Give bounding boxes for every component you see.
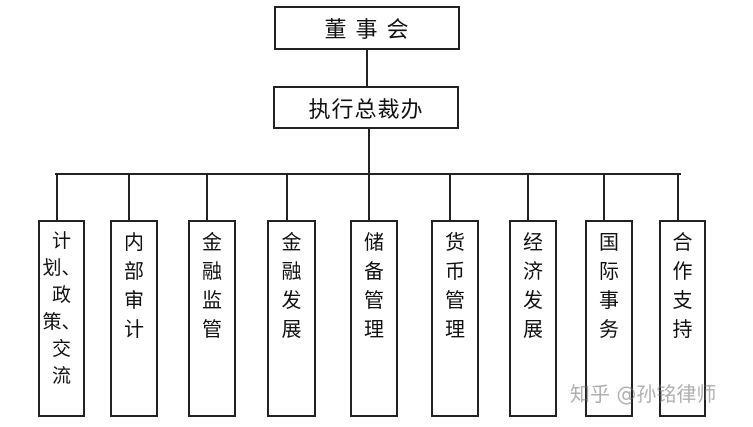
department-char: 支 [672,288,693,312]
department-char: 理 [445,317,465,341]
watermark: 知乎 @孙铭律师 [570,382,717,406]
department-box-reserve-management: 储 备 管 理 [350,220,398,417]
department-char: 持 [672,317,693,341]
department-char: 际 [599,259,619,283]
department-box-monetary-management: 货 币 管 理 [431,220,479,417]
department-char: 融 [202,259,222,283]
department-char: 济 [523,259,543,283]
department-char: 内 [124,230,144,254]
department-char: 备 [364,259,384,283]
department-char: 发 [523,288,543,312]
department-char: 务 [599,317,619,341]
department-char: 事 [599,288,619,312]
department-char: 储 [364,230,384,254]
department-char: 划、 [42,257,81,279]
department-box-financial-supervision: 金 融 监 管 [188,220,236,417]
department-char: 管 [364,288,384,312]
department-char: 政 [51,284,71,306]
department-box-financial-development: 金 融 发 展 [267,220,316,417]
department-box-internal-audit: 内 部 审 计 [110,220,158,417]
executive-office-label: 执行总裁办 [308,97,424,123]
department-char: 货 [445,230,465,254]
executive-office-box: 执行总裁办 [273,86,459,129]
department-char: 发 [281,288,302,312]
department-box-cooperation-support: 合 作 支 持 [659,220,706,417]
department-char: 国 [599,230,619,254]
department-char: 策、 [42,311,81,333]
department-char: 管 [445,288,465,312]
department-char: 币 [445,259,465,283]
department-char: 合 [672,230,693,254]
department-char: 金 [281,230,302,254]
department-char: 审 [124,288,144,312]
department-char: 交 [51,338,71,360]
board-box: 董 事 会 [274,6,460,50]
department-char: 作 [672,259,693,283]
department-char: 金 [202,230,222,254]
department-char: 融 [281,259,302,283]
board-label: 董 事 会 [324,18,410,43]
department-char: 计 [51,230,71,252]
department-char: 经 [523,230,543,254]
department-char: 管 [202,317,222,341]
department-char: 理 [364,317,384,341]
department-char: 展 [523,317,543,341]
department-char: 计 [124,317,144,341]
department-char: 流 [51,365,71,387]
department-box-planning-policy-exchange: 计 划、 政 策、 交 流 [38,220,85,417]
department-char: 监 [202,288,222,312]
department-box-economic-development: 经 济 发 展 [509,220,557,417]
department-box-international-affairs: 国 际 事 务 [585,220,633,417]
department-char: 展 [281,317,302,341]
department-char: 部 [124,259,144,283]
